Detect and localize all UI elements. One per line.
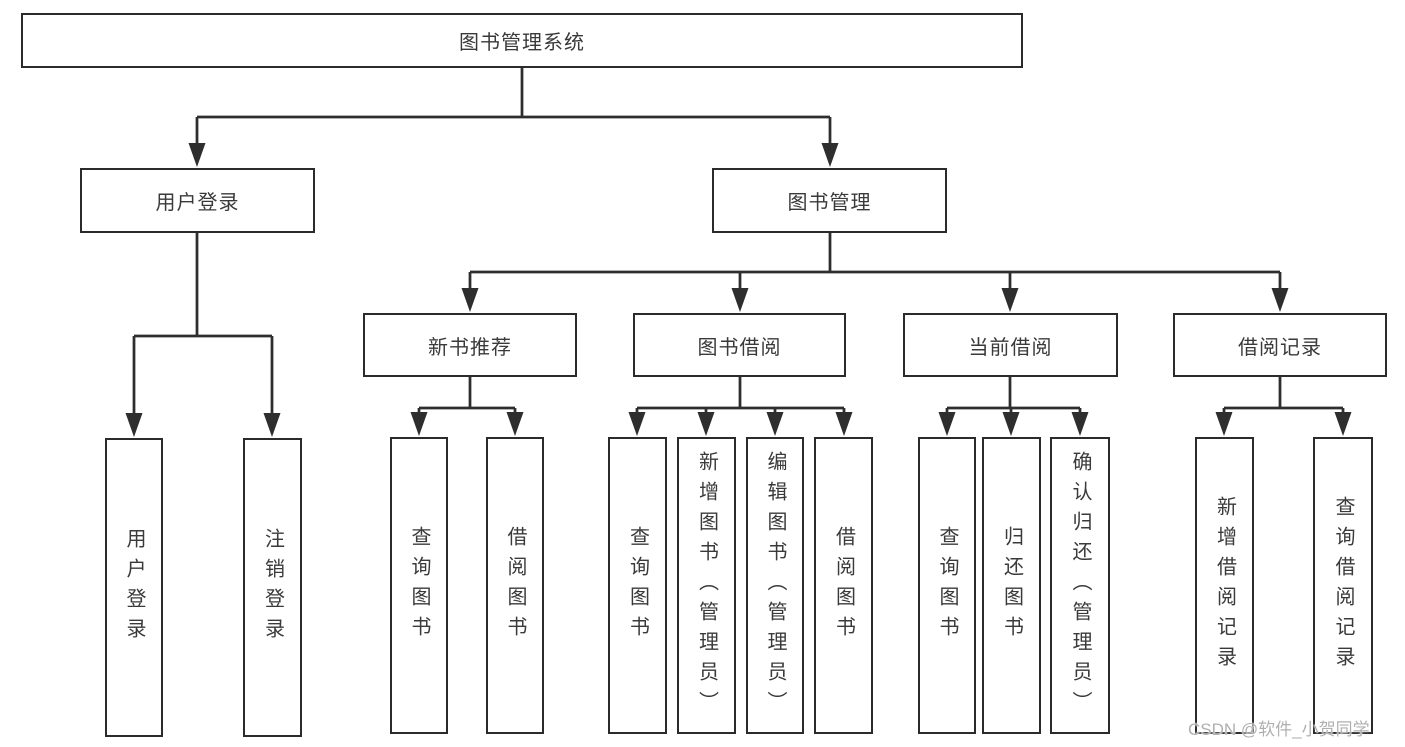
leaf-logout-label: 注销登录 — [261, 527, 284, 648]
node-book-borrow-label: 图书借阅 — [697, 336, 782, 359]
arrow-down-icon — [628, 412, 646, 436]
arrow-down-icon — [766, 412, 784, 436]
csdn-watermark: CSDN @软件_小贺同学 — [1188, 720, 1370, 739]
leaf-query-books-2: 查询图书 — [608, 437, 667, 734]
leaf-borrow-books-2-label: 借阅图书 — [832, 525, 855, 646]
connector-current-borrow-branch — [945, 377, 1082, 420]
arrow-down-icon — [506, 412, 524, 436]
arrow-down-icon — [1215, 412, 1233, 436]
node-current-borrow: 当前借阅 — [903, 313, 1118, 377]
connector-new-book-branch — [417, 377, 517, 420]
node-borrow-records-label: 借阅记录 — [1238, 336, 1322, 359]
arrow-down-icon — [263, 413, 281, 437]
arrow-down-icon — [410, 412, 428, 436]
leaf-borrow-books-1-label: 借阅图书 — [504, 525, 526, 646]
leaf-return-books-label: 归还图书 — [1000, 525, 1023, 646]
node-new-book-recommend: 新书推荐 — [363, 313, 577, 377]
arrow-down-icon — [1334, 412, 1352, 436]
leaf-query-books-2-label: 查询图书 — [626, 525, 649, 646]
leaf-add-borrow-record: 新增借阅记录 — [1195, 437, 1254, 734]
node-current-borrow-label: 当前借阅 — [968, 336, 1053, 359]
leaf-confirm-return-admin-label: 确认归还（管理员） — [1069, 450, 1091, 721]
leaf-add-books-admin: 新增图书（管理员） — [677, 437, 736, 734]
arrow-down-icon — [125, 413, 143, 437]
leaf-borrow-books-1: 借阅图书 — [486, 437, 544, 734]
leaf-return-books: 归还图书 — [982, 437, 1041, 734]
leaf-confirm-return-admin: 确认归还（管理员） — [1050, 437, 1110, 734]
arrow-down-icon — [731, 288, 749, 312]
leaf-query-books-1-label: 查询图书 — [408, 525, 430, 646]
arrow-down-icon — [1001, 288, 1019, 312]
connector-borrow-records-branch — [1222, 377, 1345, 420]
connector-user-login-branch — [132, 233, 274, 420]
node-book-management: 图书管理 — [712, 168, 947, 233]
arrow-down-icon — [1002, 412, 1020, 436]
leaf-query-books-3-label: 查询图书 — [936, 525, 958, 646]
arrow-down-icon — [1271, 288, 1289, 312]
leaf-logout: 注销登录 — [243, 438, 302, 737]
node-user-login-label: 用户登录 — [155, 192, 240, 214]
arrow-down-icon — [1071, 412, 1089, 436]
arrow-down-icon — [697, 412, 715, 436]
leaf-add-books-admin-label: 新增图书（管理员） — [695, 450, 718, 721]
arrow-down-icon — [938, 412, 956, 436]
arrow-down-icon — [461, 288, 479, 312]
node-root-label: 图书管理系统 — [459, 32, 585, 54]
leaf-query-books-1: 查询图书 — [390, 437, 448, 734]
arrow-down-icon — [835, 412, 853, 436]
leaf-query-borrow-record-label: 查询借阅记录 — [1332, 495, 1354, 676]
leaf-add-borrow-record-label: 新增借阅记录 — [1213, 495, 1236, 676]
leaf-user-login-label: 用户登录 — [123, 527, 145, 648]
leaf-edit-books-admin: 编辑图书（管理员） — [746, 437, 804, 734]
leaf-user-login: 用户登录 — [105, 438, 163, 737]
node-book-borrow: 图书借阅 — [633, 313, 846, 377]
node-new-book-recommend-label: 新书推荐 — [428, 336, 512, 359]
connector-book-borrow-branch — [635, 377, 846, 420]
node-book-management-label: 图书管理 — [787, 192, 872, 214]
node-borrow-records: 借阅记录 — [1173, 313, 1387, 377]
node-user-login: 用户登录 — [80, 168, 315, 233]
arrow-down-icon — [821, 143, 839, 167]
leaf-query-books-3: 查询图书 — [918, 437, 976, 734]
arrow-down-icon — [188, 143, 206, 167]
leaf-borrow-books-2: 借阅图书 — [814, 437, 873, 734]
leaf-edit-books-admin-label: 编辑图书（管理员） — [764, 450, 786, 721]
connector-book-management-branch — [468, 233, 1282, 296]
leaf-query-borrow-record: 查询借阅记录 — [1313, 437, 1373, 734]
connector-root-to-level2 — [195, 68, 832, 150]
node-root: 图书管理系统 — [21, 13, 1023, 68]
